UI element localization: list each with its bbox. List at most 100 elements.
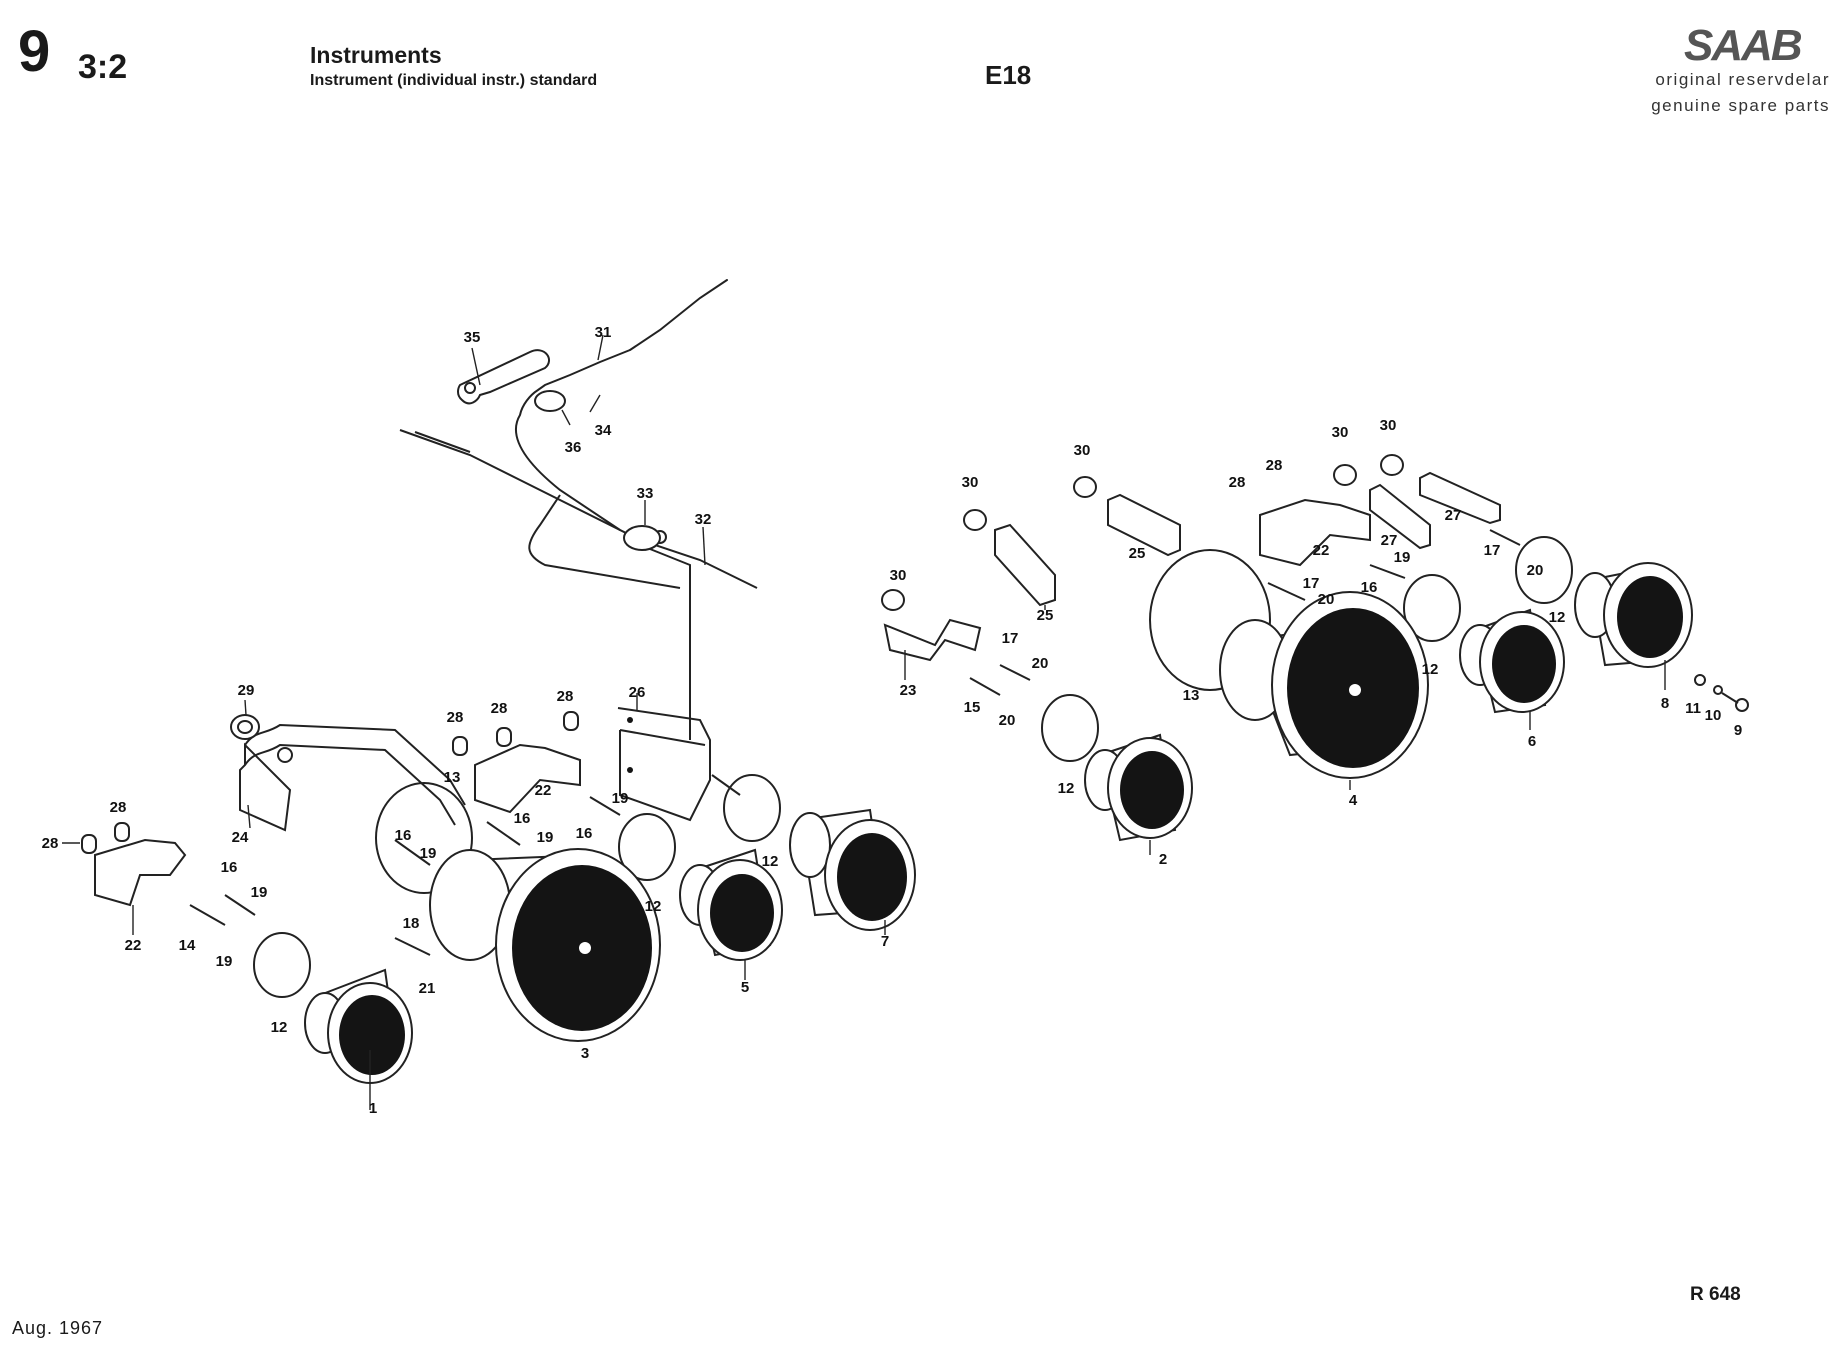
gauge-6 <box>1459 608 1565 714</box>
callout-2: 2 <box>1159 851 1167 868</box>
callout-12f: 12 <box>1549 609 1566 626</box>
footer-date: Aug. 1967 <box>12 1318 104 1338</box>
speedometer-cable <box>399 279 758 740</box>
group-code: E18 <box>985 60 1032 90</box>
callout-13a: 13 <box>444 769 461 786</box>
bracket-22b <box>474 743 581 814</box>
bracket-22c <box>1259 498 1371 567</box>
callout-17c: 17 <box>1484 542 1501 559</box>
callout-36: 36 <box>565 439 582 456</box>
callout-32: 32 <box>695 511 712 528</box>
callout-35: 35 <box>464 329 481 346</box>
gauge-7 <box>789 808 916 931</box>
saab-logo: SAAB <box>1684 22 1804 66</box>
page-subtitle: Instrument (individual instr.) standard <box>310 72 598 89</box>
callout-28b: 28 <box>491 700 508 717</box>
bracket-25a <box>994 523 1056 607</box>
callout-15: 15 <box>964 699 981 716</box>
bracket-25b <box>1107 493 1181 557</box>
ring-29 <box>230 714 260 740</box>
callout-28c: 28 <box>557 688 574 705</box>
callout-20b: 20 <box>999 712 1016 729</box>
callout-30c: 30 <box>1074 442 1091 459</box>
ring-12e <box>1403 574 1461 642</box>
ring-13b <box>1149 549 1271 691</box>
callout-19b: 19 <box>216 953 233 970</box>
bulb-28a <box>452 736 468 756</box>
brand-line-1: original reservdelar <box>1655 70 1830 89</box>
callout-19e: 19 <box>612 790 629 807</box>
callout-14: 14 <box>179 937 196 954</box>
callout-27a: 27 <box>1381 532 1398 549</box>
bulb-28d <box>114 822 130 842</box>
callout-12e: 12 <box>1422 661 1439 678</box>
callout-30b: 30 <box>962 474 979 491</box>
footer-reference: R 648 <box>1690 1284 1741 1305</box>
callout-18: 18 <box>403 915 420 932</box>
callout-12b: 12 <box>645 898 662 915</box>
callout-6: 6 <box>1528 733 1536 750</box>
callout-26: 26 <box>629 684 646 701</box>
callout-25b: 25 <box>1129 545 1146 562</box>
callout-30a: 30 <box>890 567 907 584</box>
callout-24: 24 <box>232 829 249 846</box>
page-title: Instruments <box>310 42 442 68</box>
bulb-28c <box>563 711 579 731</box>
callout-22c: 22 <box>1313 542 1330 559</box>
rings-right <box>1041 536 1573 762</box>
bulb-28b <box>496 727 512 747</box>
callout-9: 9 <box>1734 722 1742 739</box>
gauge-1 <box>304 968 413 1084</box>
callout-30e: 30 <box>1380 417 1397 434</box>
callout-1: 1 <box>369 1100 377 1117</box>
sockets-right <box>969 529 1521 696</box>
callout-16e: 16 <box>1361 579 1378 596</box>
callout-19c: 19 <box>420 845 437 862</box>
callout-29: 29 <box>238 682 255 699</box>
callout-34: 34 <box>595 422 612 439</box>
plate-26 <box>617 707 711 822</box>
bulb-holders <box>81 711 579 854</box>
bracket-35 <box>457 349 550 405</box>
callout-12c: 12 <box>762 853 779 870</box>
callout-16d: 16 <box>576 825 593 842</box>
ring-13a <box>375 782 473 894</box>
callout-12a: 12 <box>271 1019 288 1036</box>
callout-16a: 16 <box>221 859 238 876</box>
bulb-28e <box>81 834 97 854</box>
callout-22b: 22 <box>535 782 552 799</box>
gauge-8 <box>1574 562 1693 668</box>
brand-line-2: genuine spare parts <box>1651 96 1830 115</box>
callout-28e: 28 <box>42 835 59 852</box>
callout-19d: 19 <box>537 829 554 846</box>
callout-25: 25 <box>1037 607 1054 624</box>
gauge-4 <box>1219 591 1429 779</box>
callout-17b: 17 <box>1303 575 1320 592</box>
ring-12a <box>253 932 311 998</box>
section-number: 3:2 <box>78 48 128 86</box>
callout-7: 7 <box>881 933 889 950</box>
callout-28d: 28 <box>110 799 127 816</box>
callout-23: 23 <box>900 682 917 699</box>
callout-19f: 19 <box>1394 549 1411 566</box>
callout-labels: 35 31 36 34 33 32 29 26 24 28 28 28 28 2… <box>42 324 1743 1117</box>
callout-20a: 20 <box>1032 655 1049 672</box>
callout-22a: 22 <box>125 937 142 954</box>
gauge-5 <box>679 848 783 961</box>
bracket-23 <box>883 618 982 662</box>
bracket-24 <box>239 723 466 832</box>
callout-19a: 19 <box>251 884 268 901</box>
callout-16b: 16 <box>395 827 412 844</box>
fasteners-9-10-11 <box>1694 674 1749 712</box>
callout-12d: 12 <box>1058 780 1075 797</box>
leader-lines <box>62 334 1666 1110</box>
callout-5: 5 <box>741 979 749 996</box>
callout-33: 33 <box>637 485 654 502</box>
nuts-30 <box>881 454 1404 611</box>
page-number: 9 <box>18 19 51 84</box>
callout-3: 3 <box>581 1045 589 1062</box>
callout-4: 4 <box>1349 792 1358 809</box>
gauge-3 <box>429 848 661 1042</box>
bracket-22a <box>94 838 187 907</box>
